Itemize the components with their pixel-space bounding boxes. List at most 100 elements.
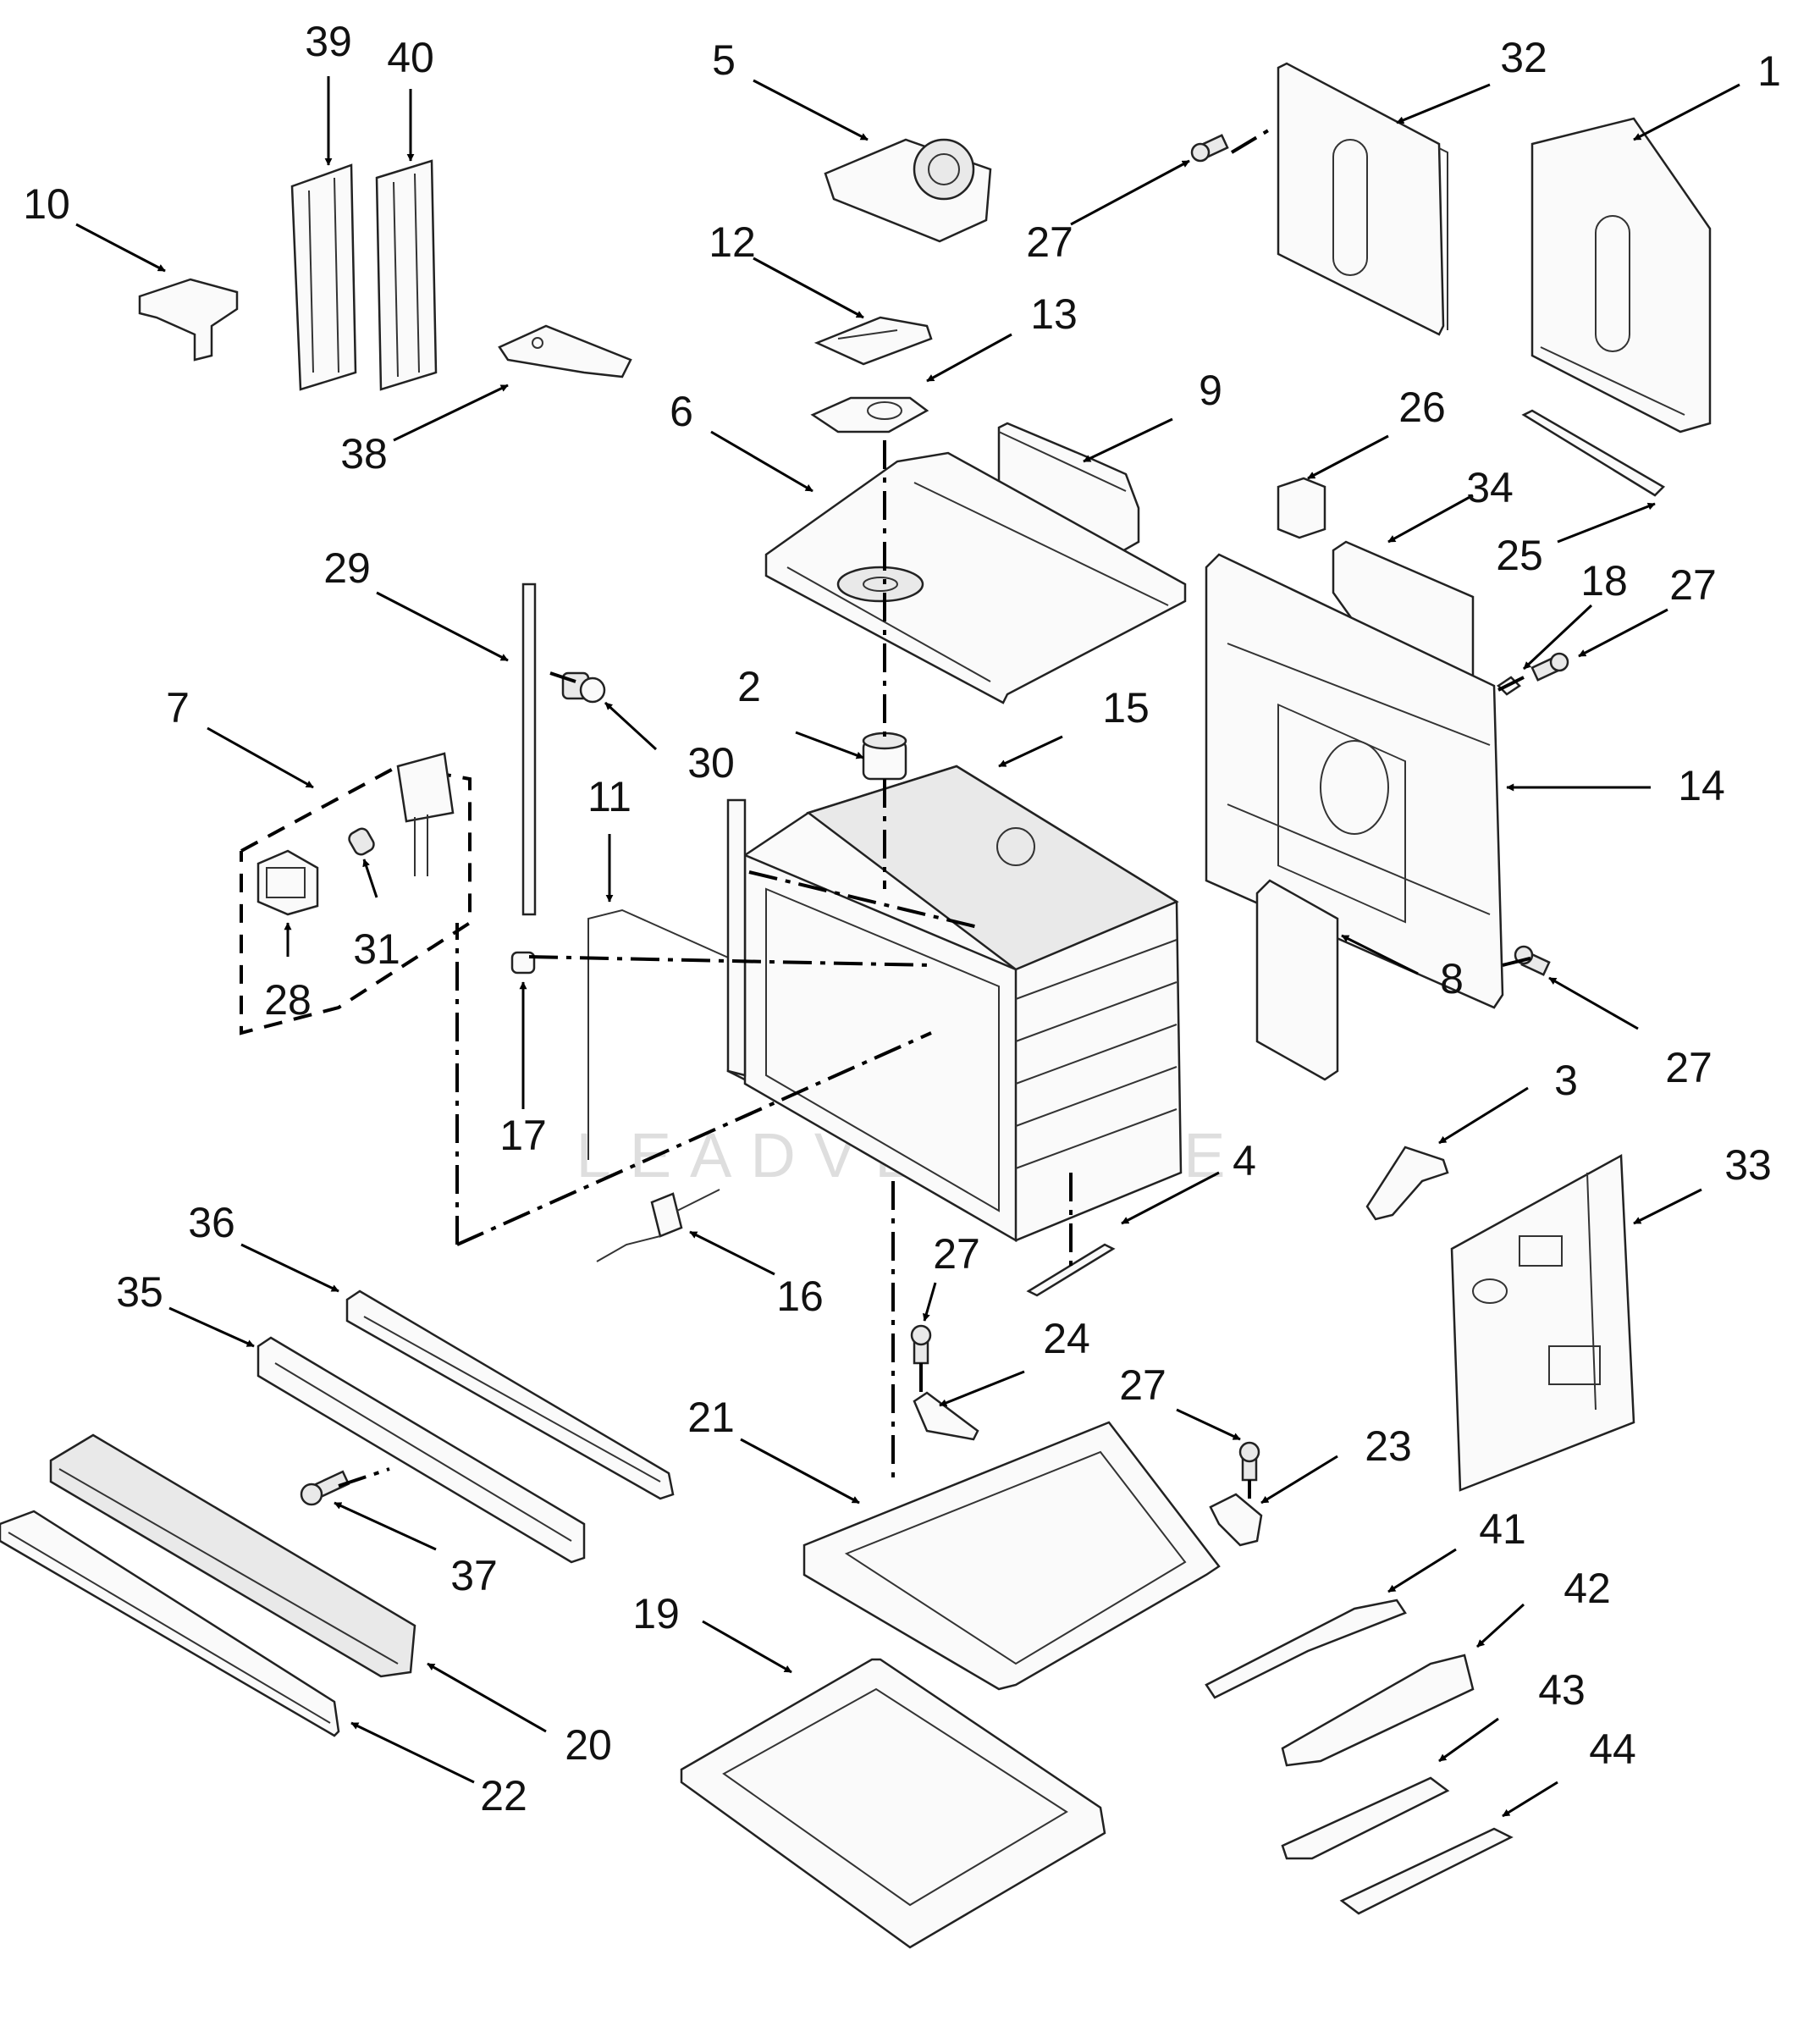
callout-labels: 1 32 5 27 12 13 9 6 10 39 40 38 26 34 25… <box>23 18 1781 1819</box>
part-11-gasket <box>587 908 784 1160</box>
label-35: 35 <box>116 1268 163 1316</box>
arrow-27-a <box>1070 159 1190 226</box>
part-25-strip <box>1521 409 1666 497</box>
part-36-rail <box>345 1289 675 1500</box>
arrow-4 <box>1121 1171 1220 1225</box>
part-3-block <box>1365 1146 1449 1221</box>
arrow-27-e <box>1176 1408 1241 1441</box>
arrow-18 <box>1522 604 1593 671</box>
arrow-13 <box>926 333 1012 383</box>
label-10: 10 <box>23 180 70 228</box>
label-39: 39 <box>305 18 352 65</box>
label-27-b: 27 <box>1669 561 1717 609</box>
part-23-bracket <box>1209 1493 1263 1547</box>
arrow-44 <box>1502 1781 1558 1818</box>
label-24: 24 <box>1043 1315 1090 1362</box>
screw-27-d <box>910 1324 932 1365</box>
label-32: 32 <box>1500 34 1547 81</box>
label-7: 7 <box>166 684 190 732</box>
part-17-knob <box>510 951 536 975</box>
label-20: 20 <box>565 1721 612 1769</box>
label-27-e: 27 <box>1119 1361 1166 1409</box>
arrow-38 <box>393 384 509 442</box>
label-17: 17 <box>499 1112 547 1159</box>
part-29-rail <box>521 583 537 916</box>
label-13: 13 <box>1030 290 1078 338</box>
arrow-27-c <box>1548 976 1639 1030</box>
label-21: 21 <box>687 1394 735 1441</box>
screw-37 <box>300 1470 350 1506</box>
arrow-37 <box>334 1501 437 1551</box>
label-5: 5 <box>712 36 736 84</box>
arrow-20 <box>427 1662 547 1733</box>
label-33: 33 <box>1724 1141 1772 1189</box>
label-1: 1 <box>1757 47 1781 95</box>
label-3: 3 <box>1554 1057 1578 1104</box>
part-2-cylinder <box>862 732 907 781</box>
arrow-19 <box>702 1620 792 1674</box>
label-16: 16 <box>776 1273 824 1320</box>
part-10-bracket <box>138 278 239 362</box>
screw-27-e <box>1238 1441 1260 1482</box>
part-7-panel <box>396 752 455 876</box>
part-7-kit <box>240 764 472 1035</box>
label-4: 4 <box>1233 1137 1256 1184</box>
part-41-rail <box>1205 1599 1407 1699</box>
part-42-rail <box>1281 1654 1475 1767</box>
part-33-side-panel <box>1450 1153 1635 1492</box>
arrow-30 <box>604 701 658 751</box>
arrow-41 <box>1387 1548 1457 1593</box>
arrow-32 <box>1396 83 1491 124</box>
arrow-2 <box>795 731 864 759</box>
part-27-screws <box>300 134 1569 1506</box>
label-37: 37 <box>450 1552 498 1599</box>
arrow-22 <box>350 1721 475 1784</box>
arrow-33 <box>1633 1188 1702 1225</box>
arrow-35 <box>168 1306 255 1348</box>
label-8: 8 <box>1440 955 1464 1002</box>
part-35-rail <box>256 1336 586 1564</box>
arrow-8 <box>1341 934 1419 975</box>
label-43: 43 <box>1538 1666 1586 1714</box>
part-8-insulation <box>1255 879 1339 1081</box>
label-36: 36 <box>188 1199 235 1246</box>
label-26: 26 <box>1398 384 1446 431</box>
part-44-channel <box>1339 1827 1514 1915</box>
label-18: 18 <box>1580 557 1628 605</box>
screw-27-b <box>1530 652 1569 682</box>
label-6: 6 <box>670 388 693 435</box>
arrow-7 <box>207 726 314 789</box>
arrow-12 <box>753 257 864 319</box>
label-42: 42 <box>1564 1565 1611 1612</box>
label-19: 19 <box>632 1590 680 1637</box>
label-28: 28 <box>264 976 312 1024</box>
part-39-side-panel <box>290 163 357 391</box>
label-15: 15 <box>1102 684 1150 732</box>
label-44: 44 <box>1589 1726 1636 1773</box>
arrow-6 <box>710 430 813 493</box>
arrow-36 <box>240 1243 339 1293</box>
arrow-9 <box>1083 417 1173 463</box>
part-5-switch-assembly <box>824 138 992 243</box>
arrow-5 <box>753 79 869 141</box>
part-13-bracket <box>810 396 929 433</box>
label-41: 41 <box>1479 1505 1526 1553</box>
arrow-27-b <box>1578 608 1668 658</box>
part-38-bracket <box>498 324 632 378</box>
part-32-back-panel <box>1277 62 1448 336</box>
part-40-side-panel <box>375 159 438 391</box>
arrow-21 <box>740 1438 860 1505</box>
arrow-25 <box>1557 502 1656 544</box>
part-31-lamp <box>348 827 375 856</box>
label-27-d: 27 <box>933 1230 980 1278</box>
part-24-bracket <box>913 1391 979 1441</box>
label-23: 23 <box>1365 1422 1412 1470</box>
part-26-box <box>1277 477 1326 539</box>
label-12: 12 <box>709 218 756 266</box>
label-34: 34 <box>1466 464 1514 511</box>
label-30: 30 <box>687 739 735 787</box>
label-25: 25 <box>1496 532 1543 579</box>
arrow-34 <box>1387 494 1474 544</box>
arrow-42 <box>1475 1603 1525 1648</box>
